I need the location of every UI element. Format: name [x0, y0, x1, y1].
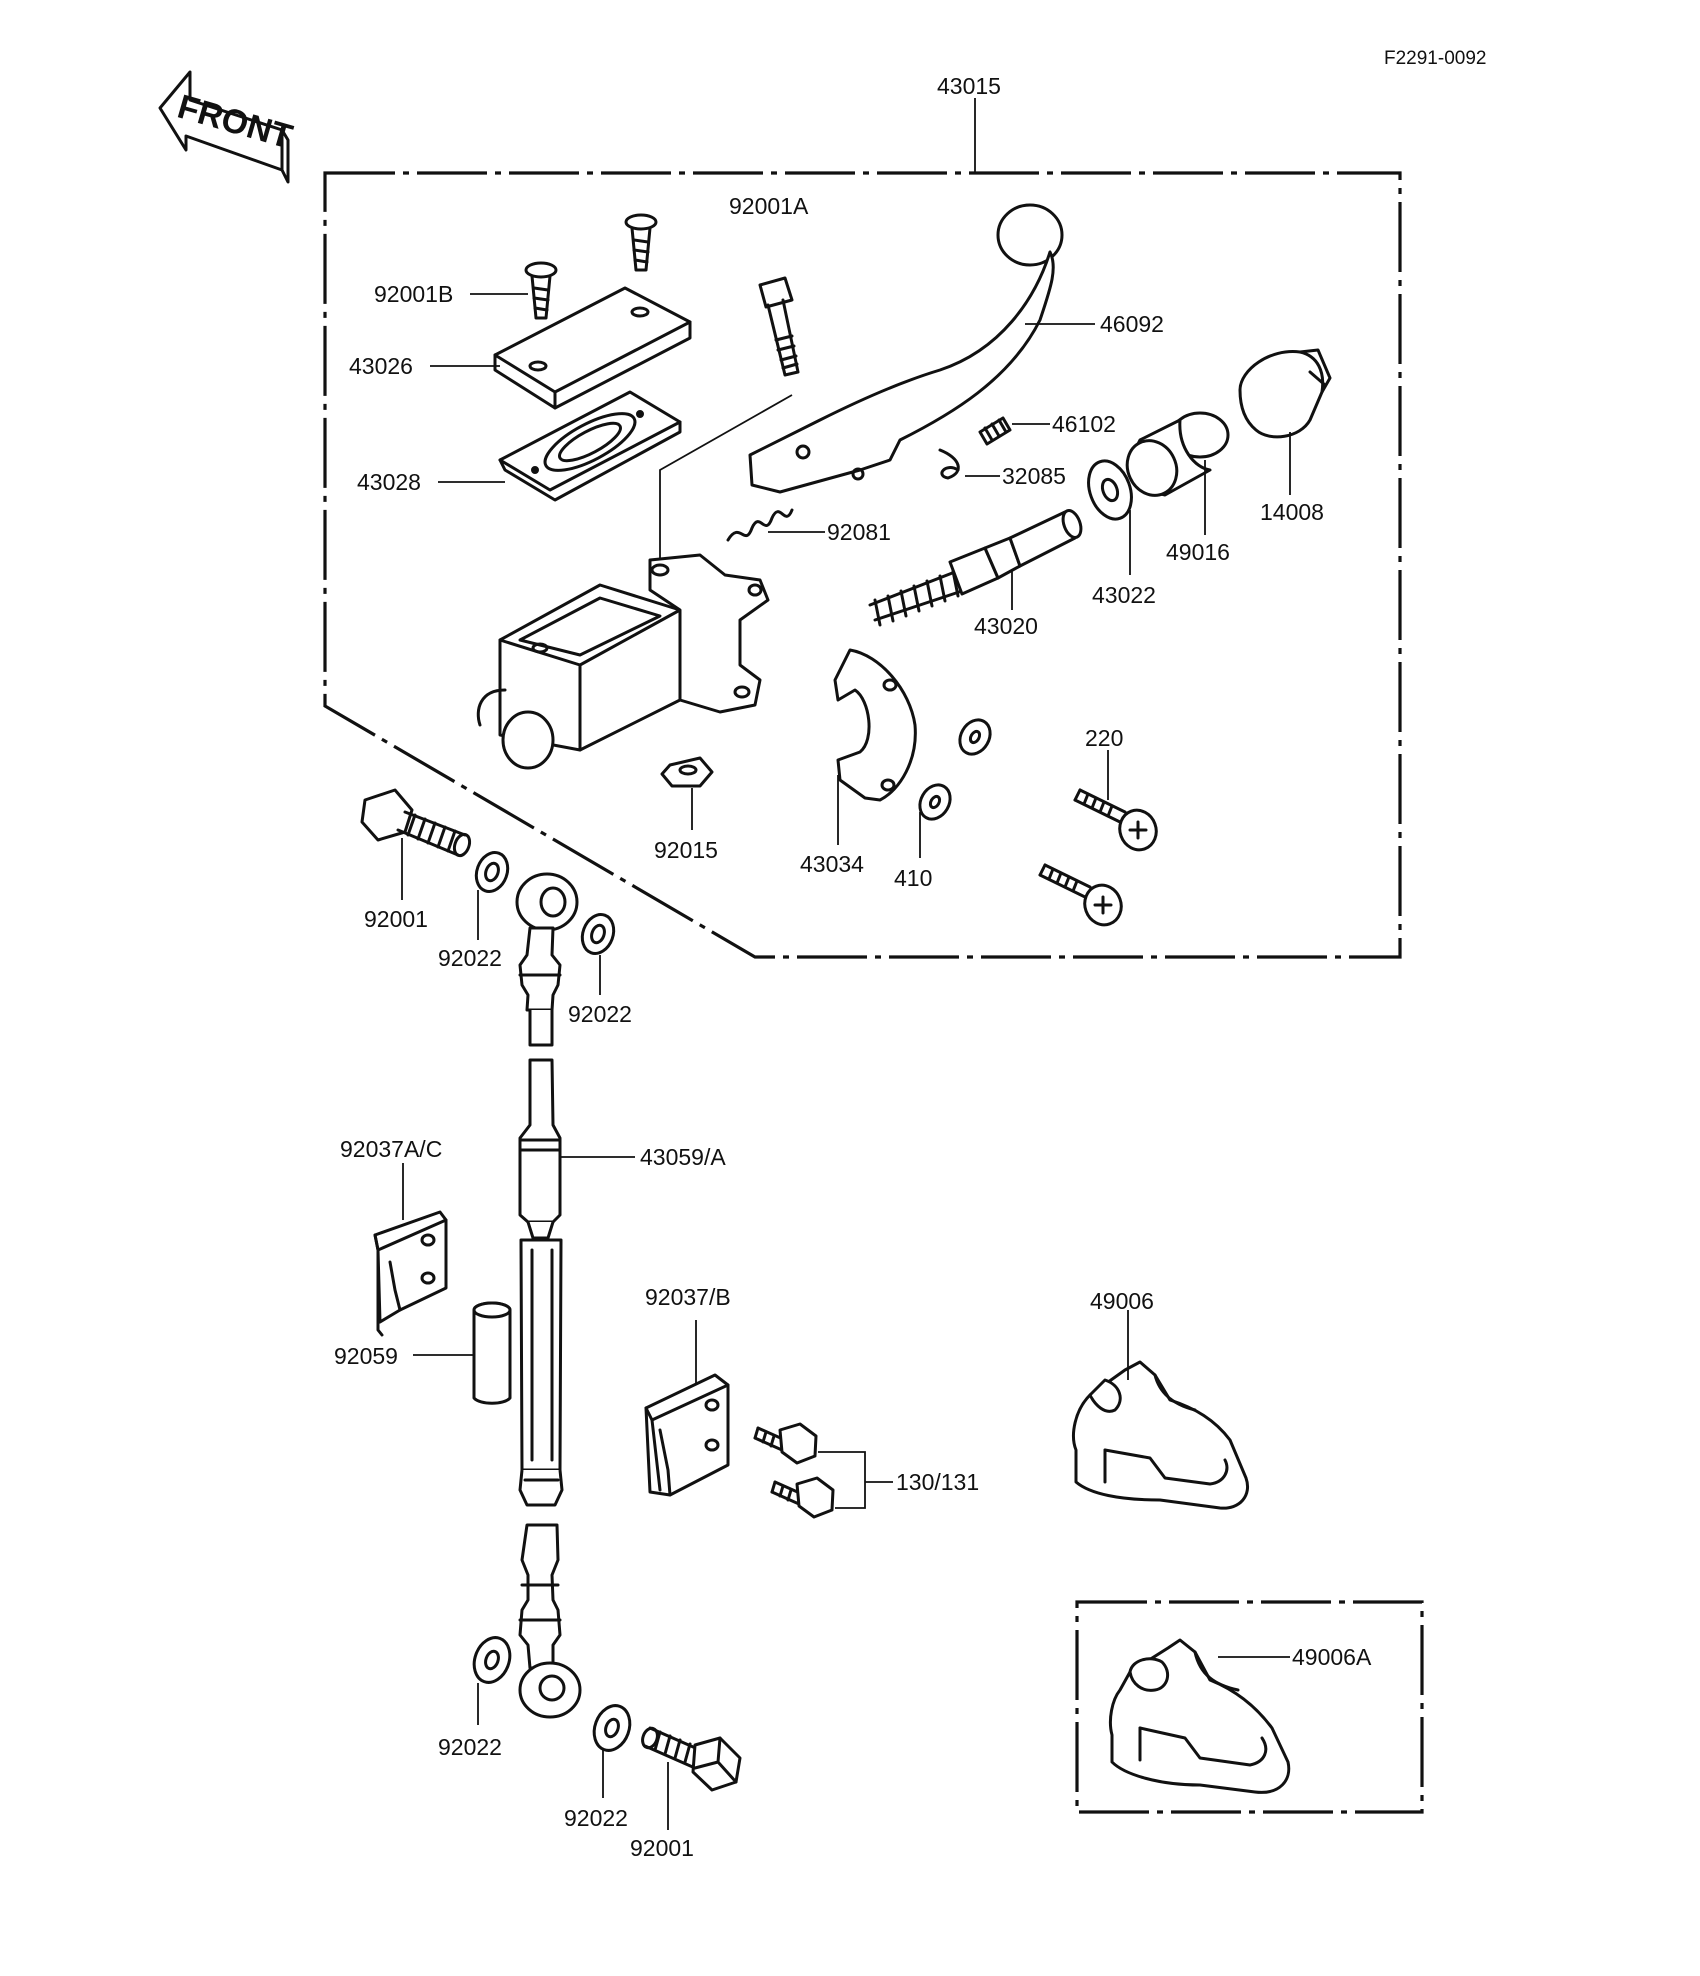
banjo-bolt-92001-icon	[360, 788, 472, 858]
reservoir-cap-43026	[493, 286, 692, 410]
label-43026: 43026	[349, 353, 413, 379]
washer-43022-icon	[1087, 459, 1133, 521]
clamp-43034	[833, 648, 917, 802]
label-92022-a: 92022	[438, 945, 502, 971]
master-cylinder-body	[476, 553, 770, 770]
diaphragm-plate-43028	[498, 390, 682, 502]
hose-clamp-92037ac	[373, 1210, 448, 1337]
spring-92081-icon	[726, 508, 794, 542]
boot-14008	[1238, 348, 1332, 439]
label-43022: 43022	[1092, 582, 1156, 608]
label-92001-top: 92001	[364, 906, 428, 932]
sleeve-92059-icon	[472, 1301, 512, 1405]
label-46102: 46102	[1052, 411, 1116, 437]
bolt-130-131-icon	[753, 1422, 818, 1465]
label-92037ac: 92037A/C	[340, 1136, 442, 1162]
adjuster-46102-icon	[978, 416, 1012, 446]
brake-lever-46092	[748, 203, 1064, 494]
screw-92001b-icon	[624, 213, 658, 272]
bolt-130-131-icon	[770, 1476, 835, 1519]
assembly-frame-43015	[323, 171, 1402, 959]
clip-32085-icon	[938, 448, 960, 480]
label-92001b: 92001B	[374, 281, 453, 307]
label-220: 220	[1085, 725, 1123, 751]
label-49006a: 49006A	[1292, 1644, 1372, 1670]
label-43059a: 43059/A	[640, 1144, 726, 1170]
label-92015: 92015	[654, 837, 718, 863]
label-43020: 43020	[974, 613, 1038, 639]
label-46092: 46092	[1100, 311, 1164, 337]
drawing-code: F2291-0092	[1384, 48, 1486, 69]
label-92059: 92059	[334, 1343, 398, 1369]
screw-220-icon	[1073, 788, 1158, 852]
label-14008: 14008	[1260, 499, 1324, 525]
label-49006: 49006	[1090, 1288, 1154, 1314]
pivot-bolt-92001a-icon	[758, 276, 800, 377]
banjo-bolt-92001-icon	[641, 1726, 742, 1792]
label-130-131: 130/131	[896, 1469, 979, 1495]
label-43015: 43015	[937, 73, 1001, 99]
brake-hose-43059a	[515, 872, 582, 1719]
washer-410-icon	[918, 783, 952, 821]
front-arrow-icon: FRONT	[158, 70, 297, 184]
label-43028: 43028	[357, 469, 421, 495]
washer-92022-icon	[580, 913, 616, 955]
inset-frame-49006a	[1075, 1600, 1424, 1814]
washer-410-icon	[958, 718, 992, 756]
label-43034: 43034	[800, 851, 864, 877]
label-92081: 92081	[827, 519, 891, 545]
label-92022-c: 92022	[438, 1734, 502, 1760]
cover-49006a	[1108, 1638, 1291, 1794]
label-92022-d: 92022	[564, 1805, 628, 1831]
cover-49006	[1072, 1360, 1249, 1510]
label-49016: 49016	[1166, 539, 1230, 565]
label-92037b: 92037/B	[645, 1284, 731, 1310]
hose-clamp-92037b	[644, 1373, 730, 1497]
label-92001a: 92001A	[729, 193, 809, 219]
bushing-49016	[1125, 411, 1230, 497]
label-410: 410	[894, 865, 932, 891]
piston-43020	[868, 509, 1083, 627]
label-32085: 32085	[1002, 463, 1066, 489]
label-92022-b: 92022	[568, 1001, 632, 1027]
screw-92001b-icon	[524, 261, 558, 320]
washer-92022-icon	[472, 1636, 512, 1684]
washer-92022-icon	[474, 851, 510, 893]
label-92001-bottom: 92001	[630, 1835, 694, 1861]
bleeder-92015-icon	[660, 756, 714, 788]
washer-92022-icon	[592, 1704, 632, 1752]
screw-220-icon	[1038, 863, 1123, 927]
